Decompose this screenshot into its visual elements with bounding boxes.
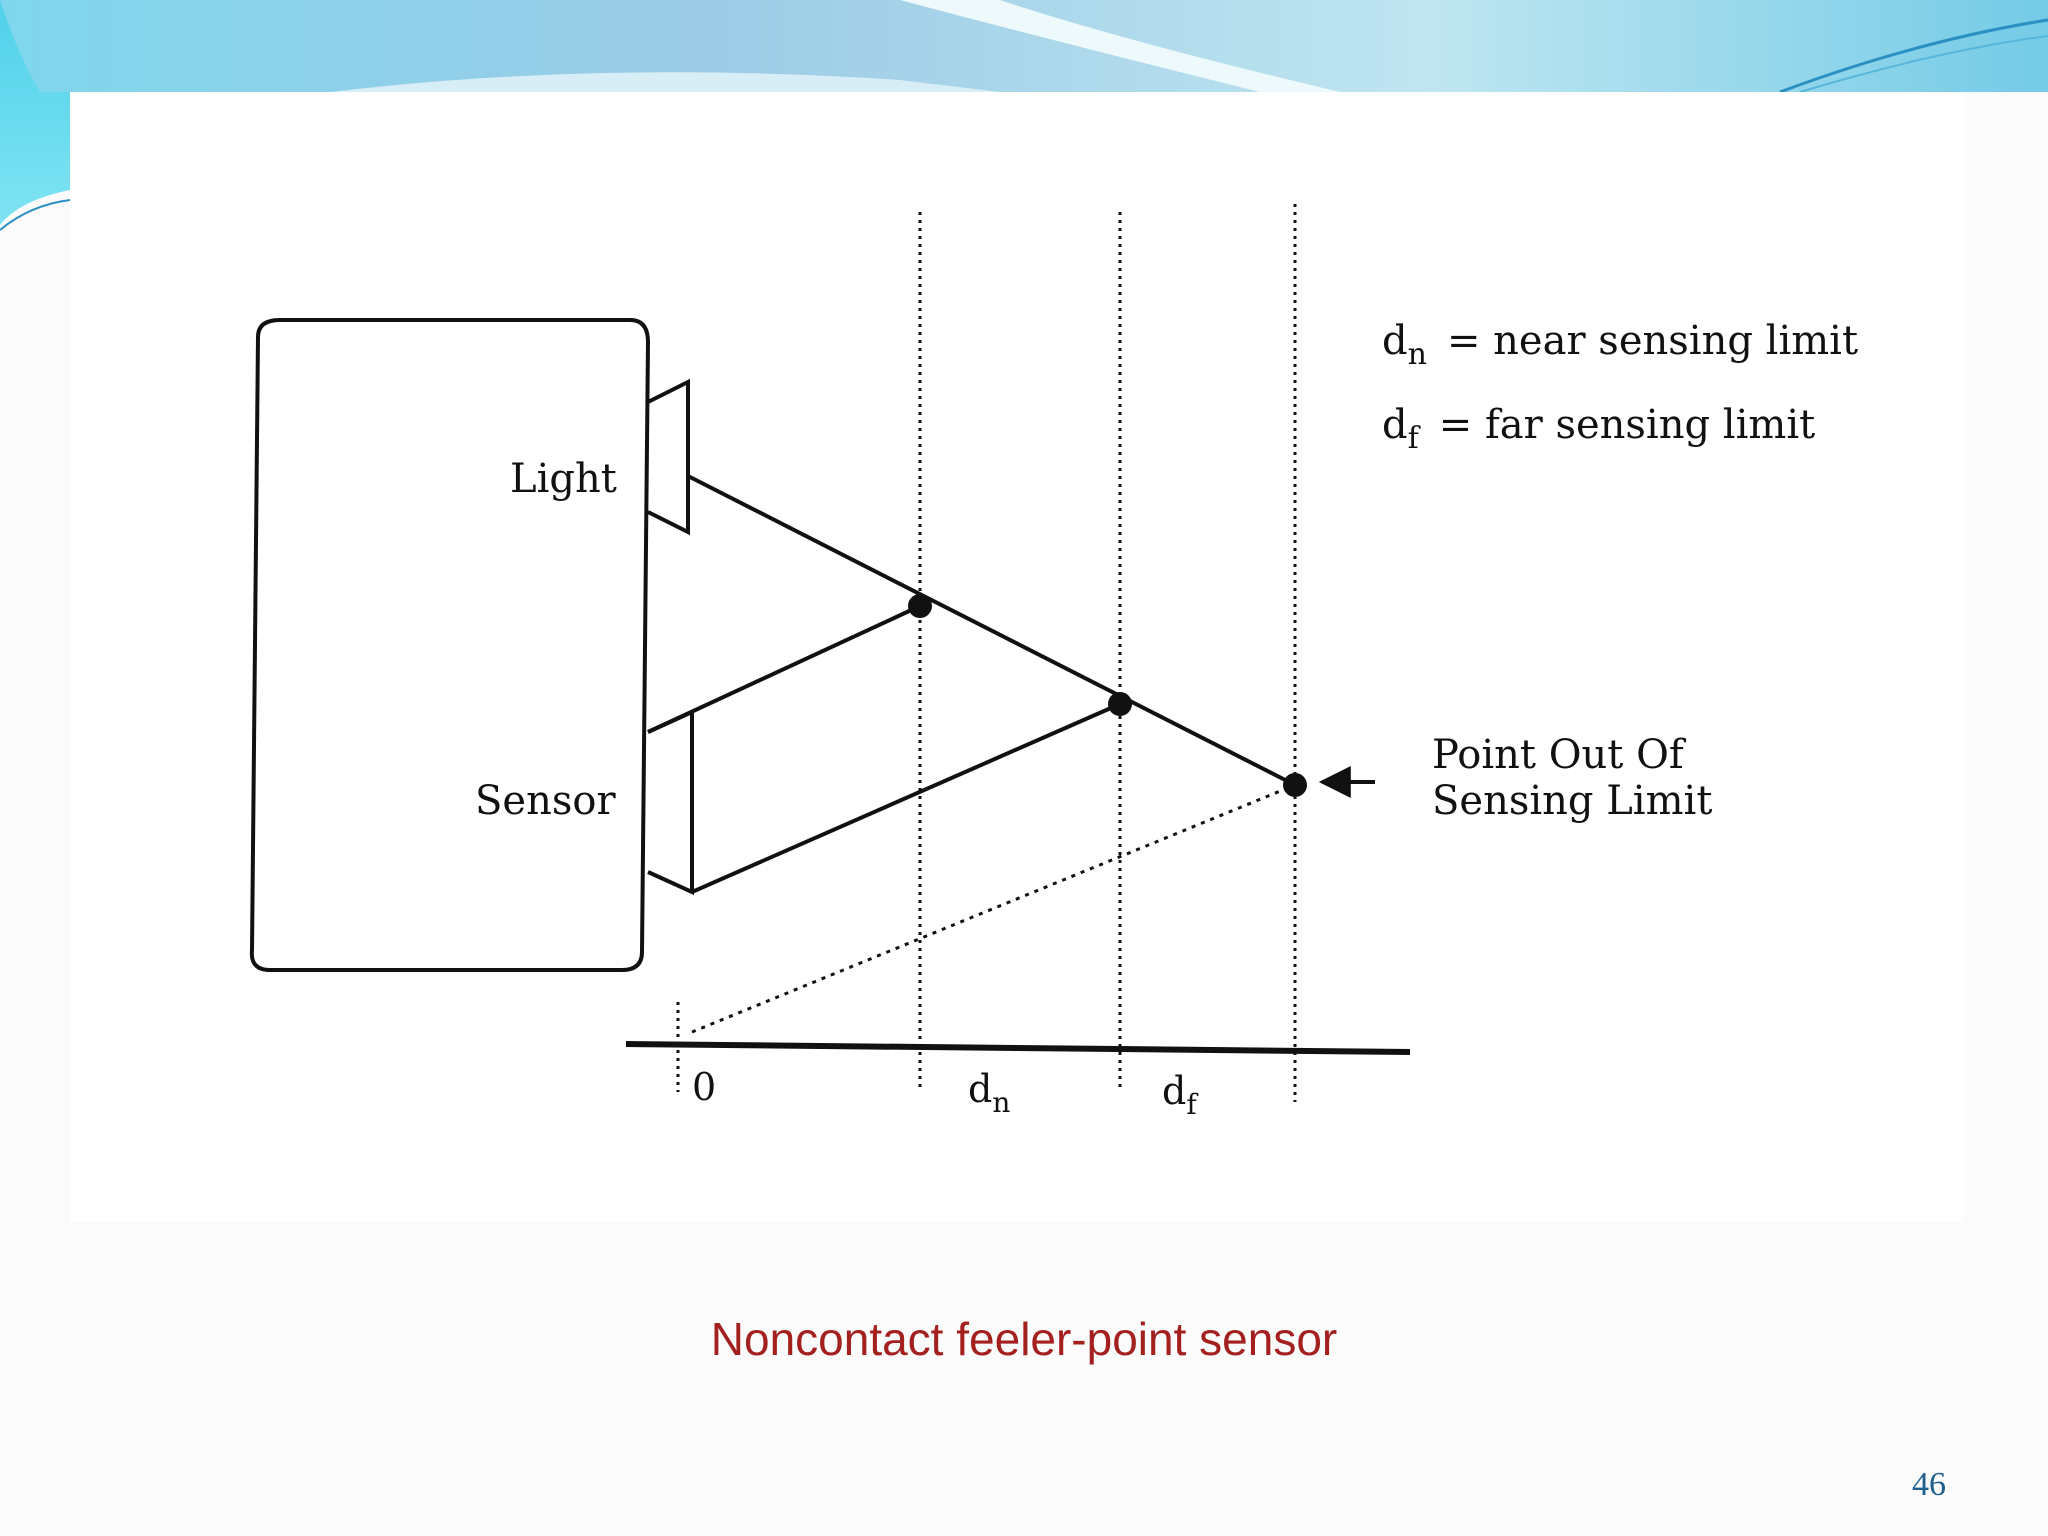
axis-dn-label: dn xyxy=(968,1067,1010,1119)
sensor-housing xyxy=(249,318,651,972)
axis-dn-symbol: d xyxy=(968,1067,992,1111)
figure-caption: Noncontact feeler-point sensor xyxy=(710,1313,1338,1365)
legend-near: dn = near sensing limit xyxy=(1382,318,1858,372)
sensor-ray-upper xyxy=(647,604,921,734)
legend-far-text: = far sensing limit xyxy=(1439,402,1815,448)
point-out-label: Point Out Of Sensing Limit xyxy=(1432,732,1712,824)
legend-far: df = far sensing limit xyxy=(1382,402,1815,456)
axis-zero-label: 0 xyxy=(692,1065,716,1109)
banner-right-lines xyxy=(1779,18,2048,94)
decorative-banner xyxy=(0,0,2048,231)
sensor-lens xyxy=(647,708,694,896)
axis-dn-sub: n xyxy=(992,1086,1010,1119)
legend-near-sub: n xyxy=(1408,337,1427,372)
light-ray xyxy=(687,474,1296,787)
legend-far-symbol: d xyxy=(1382,402,1408,448)
page-number: 46 xyxy=(1912,1466,1946,1503)
distance-baseline xyxy=(625,1041,1411,1055)
banner-white-swoosh xyxy=(900,0,1340,92)
sensor-label: Sensor xyxy=(475,778,616,824)
legend-far-sub: f xyxy=(1408,421,1421,456)
banner-center-curve xyxy=(330,72,1000,92)
banner-left-lines xyxy=(0,199,71,231)
legend-near-text: = near sensing limit xyxy=(1447,318,1858,364)
far-limit-point xyxy=(1108,692,1132,716)
axis-df-symbol: d xyxy=(1162,1069,1186,1113)
sensor-ray-lower xyxy=(691,702,1121,894)
banner-right-lines-2 xyxy=(1799,35,2048,93)
out-of-limit-point xyxy=(1283,773,1307,797)
figure-panel: Light Sensor Point Out Of Sensing Limit … xyxy=(70,92,1964,1222)
near-limit-point xyxy=(908,594,932,618)
light-emitter xyxy=(647,378,690,536)
banner-left-wave xyxy=(0,0,70,225)
light-label: Light xyxy=(510,456,617,502)
point-out-line-2: Sensing Limit xyxy=(1432,778,1712,824)
axis-df-sub: f xyxy=(1186,1088,1199,1121)
axis-df-label: df xyxy=(1162,1069,1199,1121)
sensor-diagram: Light Sensor Point Out Of Sensing Limit … xyxy=(249,204,1858,1121)
sensor-ray-dotted xyxy=(691,783,1296,1034)
legend-near-symbol: d xyxy=(1382,318,1408,364)
point-out-line-1: Point Out Of xyxy=(1432,732,1687,778)
